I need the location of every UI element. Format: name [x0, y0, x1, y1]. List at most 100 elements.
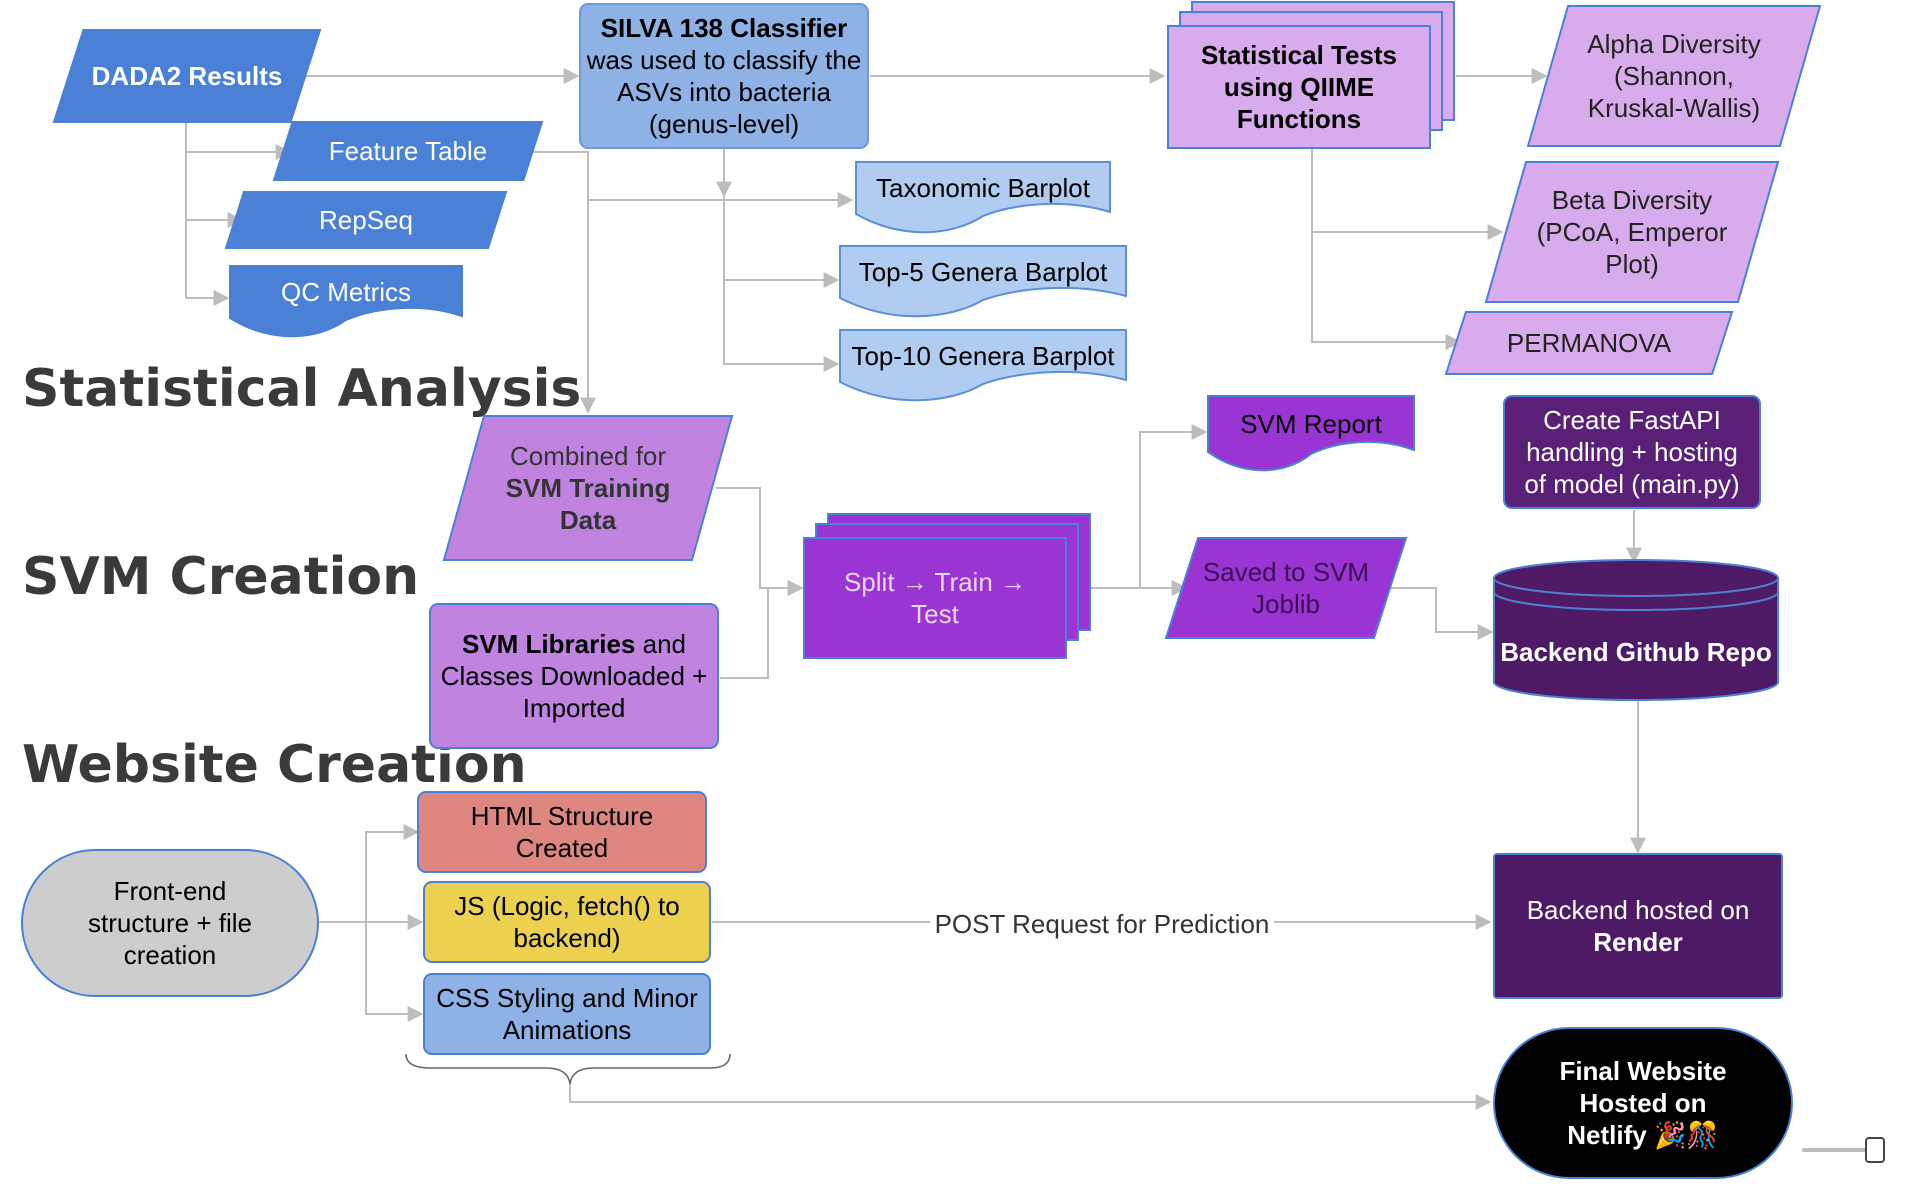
node-silva-line-3: ASVs into bacteria	[617, 77, 831, 107]
edge-stat-to-permanova	[1311, 232, 1462, 350]
node-stat-tests-line-1: Statistical Tests	[1201, 40, 1397, 70]
node-fastapi-line-1: Create FastAPI	[1543, 405, 1721, 435]
edge-frontend-to-css	[365, 922, 424, 1022]
edge-split-to-report	[1139, 424, 1208, 588]
node-stat-tests-line-2: using QIIME	[1224, 72, 1374, 102]
node-silva-line-4: (genus-level)	[649, 109, 799, 139]
node-svm-libs-line-1: SVM Libraries and	[462, 629, 686, 659]
node-alpha-line-3: Kruskal-Wallis)	[1588, 93, 1760, 123]
edge-frontend-to-html	[318, 824, 420, 923]
node-silva-line-1: SILVA 138 Classifier	[601, 13, 848, 43]
edge-svmlibs-to-split	[720, 580, 804, 679]
node-beta-line-1: Beta Diversity	[1552, 185, 1712, 215]
node-html-line-2: Created	[516, 833, 609, 863]
node-alpha-line-2: (Shannon,	[1614, 61, 1734, 91]
node-permanova-line-1: PERMANOVA	[1507, 328, 1672, 358]
node-dada2-line-1: DADA2 Results	[92, 61, 283, 91]
node-feature-table[interactable]: Feature Table	[272, 121, 544, 181]
node-backend-repo-line-1: Backend Github Repo	[1500, 637, 1772, 667]
post-request-label-bg	[930, 904, 1274, 940]
section-title-statistical-analysis: Statistical Analysis	[22, 359, 581, 419]
node-final-line-3: Netlify 🎉🎊	[1567, 1119, 1718, 1151]
node-svm-report-line-1: SVM Report	[1240, 409, 1382, 439]
edge-combined-to-split	[716, 487, 804, 596]
node-frontend-line-1: Front-end	[114, 876, 227, 906]
edge-stat-to-beta	[1311, 148, 1504, 240]
node-top10-line-1: Top-10 Genera Barplot	[851, 341, 1115, 371]
node-js-line-2: backend)	[514, 923, 621, 953]
node-dada2[interactable]: DADA2 Results	[52, 29, 322, 123]
edge-silva-to-top10	[723, 280, 840, 372]
edge-dada2-to-qc	[185, 210, 230, 306]
node-saved-svm-line-1: Saved to SVM	[1203, 557, 1369, 587]
edge-dada2-to-feature-table	[185, 122, 292, 160]
node-frontend-line-3: creation	[124, 940, 217, 970]
node-repseq-line-1: RepSeq	[319, 205, 413, 235]
node-js-line-1: JS (Logic, fetch() to	[454, 891, 679, 921]
node-alpha-line-1: Alpha Diversity	[1587, 29, 1760, 59]
edge-brace-to-final	[569, 1084, 1492, 1110]
node-qc-metrics[interactable]: QC Metrics	[229, 265, 463, 338]
node-beta-line-2: (PCoA, Emperor	[1537, 217, 1728, 247]
edges	[185, 68, 1646, 1110]
node-render-line-1: Backend hosted on	[1527, 895, 1750, 925]
node-svm-report[interactable]: SVM Report	[1207, 395, 1415, 472]
node-saved-svm-line-2: Joblib	[1252, 589, 1320, 619]
node-stat-tests-line-3: Functions	[1237, 104, 1361, 134]
node-backend-repo[interactable]: Backend Github Repo	[1493, 559, 1779, 701]
node-tax-barplot[interactable]: Taxonomic Barplot	[855, 161, 1111, 234]
node-svm-libs-line-2: Classes Downloaded +	[441, 661, 708, 691]
node-final-line-1: Final Website	[1559, 1056, 1726, 1086]
node-tax-barplot-line-1: Taxonomic Barplot	[876, 173, 1091, 203]
node-frontend-line-2: structure + file	[88, 908, 252, 938]
node-top5-line-1: Top-5 Genera Barplot	[859, 257, 1108, 287]
node-beta-line-3: Plot)	[1605, 249, 1658, 279]
node-alpha[interactable]: Alpha Diversity(Shannon,Kruskal-Wallis)	[1526, 5, 1822, 147]
node-qc-metrics-line-1: QC Metrics	[281, 277, 411, 307]
node-combined-line-2: SVM Training	[506, 473, 671, 503]
edge-saved-to-repo	[1386, 587, 1494, 640]
node-combined-line-3: Data	[560, 505, 617, 535]
zoom-slider[interactable]	[1802, 1137, 1885, 1163]
node-final-line-2: Hosted on	[1579, 1088, 1706, 1118]
edge-silva-to-top5	[723, 196, 840, 288]
zoom-slider-handle[interactable]	[1865, 1137, 1885, 1163]
node-render-line-2: Render	[1593, 927, 1683, 957]
node-html-line-1: HTML Structure	[471, 801, 654, 831]
node-css-line-1: CSS Styling and Minor	[436, 983, 698, 1013]
node-permanova[interactable]: PERMANOVA	[1444, 311, 1734, 375]
node-fastapi-line-2: handling + hosting	[1526, 437, 1738, 467]
node-svm-libs-line-3: Imported	[523, 693, 626, 723]
edge-feature-table-to-combined	[520, 151, 596, 414]
node-fastapi-line-3: of model (main.py)	[1524, 469, 1739, 499]
node-split-line-1: Split → Train →	[844, 567, 1026, 597]
post-request-label: POST Request for Prediction	[935, 909, 1270, 939]
node-silva-line-2: was used to classify the	[586, 45, 862, 75]
node-split[interactable]: Split → Train →Test	[803, 513, 1091, 659]
edge-dada2-to-repseq	[185, 150, 244, 228]
node-combined-line-1: Combined for	[510, 441, 666, 471]
node-top10[interactable]: Top-10 Genera Barplot	[839, 329, 1127, 402]
node-feature-table-line-1: Feature Table	[329, 136, 488, 166]
node-top5[interactable]: Top-5 Genera Barplot	[839, 245, 1127, 318]
section-title-svm-creation: SVM Creation	[22, 547, 419, 607]
curly-brace	[405, 1053, 731, 1085]
node-css-line-2: Animations	[503, 1015, 632, 1045]
node-repseq[interactable]: RepSeq	[224, 191, 508, 249]
